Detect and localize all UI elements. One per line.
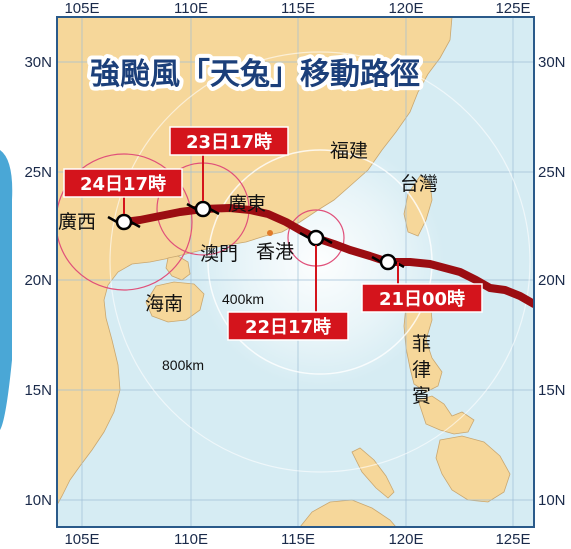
callout-23-text: 23日17時 [186,132,272,153]
mainland-land [57,17,453,506]
forecast-circle-24 [57,153,193,291]
label-philippines-1: 菲 [412,333,431,355]
lat-tick-right-15: 15N [538,382,566,399]
storm-symbol-22 [299,229,333,247]
label-guangxi: 廣西 [58,211,96,233]
lat-tick-right-25: 25N [538,164,566,181]
label-fujian: 福建 [330,140,368,162]
callout-23: 23日17時 [169,126,289,156]
label-philippines-3: 賓 [412,385,431,407]
borneo-land [299,499,397,527]
lon-tick-bottom-105: 105E [64,531,99,548]
lat-ticks-right: 30N 25N 20N 15N 10N [538,54,566,509]
page-title: 強颱風「天兔」移動路徑 [90,57,420,92]
palawan-island [351,447,395,499]
lon-ticks-bottom: 105E 110E 115E 120E 125E [64,531,530,548]
lon-tick-bottom-110: 110E [174,531,208,548]
lon-ticks-top: 105E 110E 115E 120E 125E [64,0,530,17]
label-400km: 400km [222,291,264,307]
callout-24: 24日17時 [63,168,183,198]
ring-800km [109,51,531,473]
mindanao-island [435,435,511,503]
label-hainan: 海南 [145,293,183,315]
lat-ticks-left: 30N 25N 20N 15N 10N [24,54,52,509]
hainan-island [145,281,205,323]
lat-tick-left-15: 15N [24,382,52,399]
left-photo-edge [0,150,13,430]
label-800km: 800km [162,357,204,373]
label-hongkong: 香港 [256,241,294,263]
lon-tick-top-125: 125E [495,0,530,17]
callout-24-text: 24日17時 [80,174,166,195]
callout-22-text: 22日17時 [245,317,331,338]
lon-tick-top-105: 105E [64,0,99,17]
lon-tick-bottom-115: 115E [281,531,315,548]
lat-tick-right-10: 10N [538,492,566,509]
lat-tick-left-10: 10N [24,492,52,509]
storm-symbol-23 [186,200,220,218]
lon-tick-bottom-125: 125E [495,531,530,548]
map-content: 福建 台灣 廣東 廣西 澳門 香港 海南 菲 律 賓 400km 800km [57,17,534,527]
lon-tick-bottom-120: 120E [388,531,423,548]
callout-21-text: 21日00時 [379,289,465,310]
label-taiwan: 台灣 [400,173,438,195]
lat-tick-left-25: 25N [24,164,52,181]
storm-symbol-24 [107,213,141,231]
lat-tick-left-30: 30N [24,54,52,71]
lat-tick-right-30: 30N [538,54,566,71]
label-macau: 澳門 [200,243,238,265]
leizhou-peninsula [165,255,191,281]
map-border [56,16,535,528]
lat-tick-right-20: 20N [538,272,566,289]
callout-21: 21日00時 [361,283,483,313]
visayas-islands [417,395,475,435]
hk-macau-marker [267,230,273,236]
label-philippines-2: 律 [412,359,431,381]
lat-tick-left-20: 20N [24,272,52,289]
label-guangdong: 廣東 [228,193,266,215]
title-outline: 強颱風「天兔」移動路徑 [90,57,420,92]
storm-symbol-21 [371,253,405,271]
lon-tick-top-110: 110E [174,0,208,17]
lon-tick-top-115: 115E [281,0,315,17]
callout-22: 22日17時 [227,311,349,341]
lon-tick-top-120: 120E [388,0,423,17]
